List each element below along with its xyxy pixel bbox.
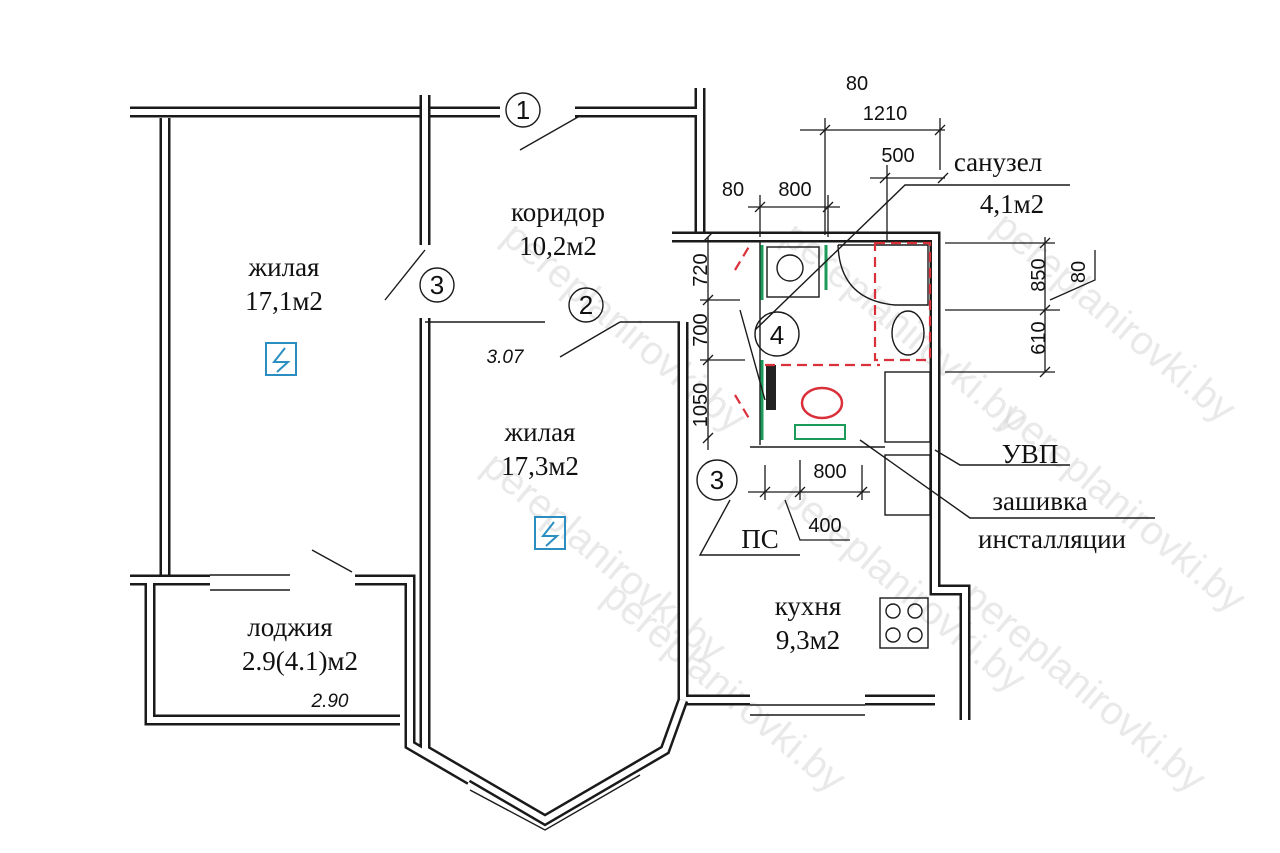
corridor-name: коридор xyxy=(511,197,605,227)
washing-machine-icon xyxy=(766,246,820,298)
dim-700: 700 xyxy=(690,313,712,346)
marker-4: 4 xyxy=(754,311,800,357)
dim-1050: 1050 xyxy=(690,383,712,428)
living2-area: 17,3м2 xyxy=(501,451,579,481)
toilet-icon xyxy=(800,386,844,420)
dim-right-80: 80 xyxy=(1068,261,1090,283)
marker-3-kitchen: 3 xyxy=(696,459,738,501)
marker-3-kitchen-text: 3 xyxy=(710,465,724,495)
living1-area: 17,1м2 xyxy=(245,286,323,316)
dim-610: 610 xyxy=(1028,321,1050,354)
radiator-icon xyxy=(766,365,776,410)
ps-label: ПС xyxy=(741,524,779,554)
installation-label: инсталляции xyxy=(978,524,1126,554)
living1-name: жилая xyxy=(248,252,320,282)
marker-1-text: 1 xyxy=(516,95,530,125)
electric-panel-icon xyxy=(265,342,297,376)
dim-door-80: 80 xyxy=(722,179,744,201)
marker-1: 1 xyxy=(505,92,541,128)
kitchen-name: кухня xyxy=(775,591,842,621)
dim-720: 720 xyxy=(690,253,712,286)
living2-dimension: 3.07 xyxy=(487,347,525,368)
dimension-lines xyxy=(700,118,1096,541)
uvp-label: УВП xyxy=(1002,439,1059,469)
dim-500: 500 xyxy=(881,145,914,167)
dim-1210: 1210 xyxy=(863,103,908,125)
marker-2: 2 xyxy=(568,287,604,323)
loggia-area: 2.9(4.1)м2 xyxy=(242,646,358,676)
kitchen-area: 9,3м2 xyxy=(776,625,840,655)
dim-door-800: 800 xyxy=(778,179,811,201)
dim-400: 400 xyxy=(808,515,841,537)
marker-4-text: 4 xyxy=(770,320,784,350)
bathroom-fixtures xyxy=(734,241,932,649)
loggia-dimension: 2.90 xyxy=(311,691,349,712)
dim-850: 850 xyxy=(1028,258,1050,291)
walls xyxy=(130,88,971,831)
stove-icon xyxy=(884,371,931,443)
bathroom-name: санузел xyxy=(954,147,1042,177)
marker-3: 3 xyxy=(419,267,455,303)
sink-icon xyxy=(884,454,931,516)
washbasin-icon xyxy=(891,310,925,356)
drum-icon xyxy=(776,254,804,282)
installation-casing xyxy=(794,424,846,440)
shower-tray-icon xyxy=(837,244,929,306)
living2-name: жилая xyxy=(504,417,576,447)
hob-icon xyxy=(879,597,929,649)
casing-label: зашивка xyxy=(992,486,1087,516)
leader-lines xyxy=(311,116,1155,573)
bathroom-area: 4,1м2 xyxy=(980,189,1044,219)
dim-top-80: 80 xyxy=(846,73,868,95)
marker-3-text: 3 xyxy=(430,270,444,300)
electric-panel-icon xyxy=(534,516,566,550)
dim-bottom-800: 800 xyxy=(813,461,846,483)
marker-2-text: 2 xyxy=(579,290,593,320)
loggia-name: лоджия xyxy=(247,612,332,642)
corridor-area: 10,2м2 xyxy=(519,231,597,261)
